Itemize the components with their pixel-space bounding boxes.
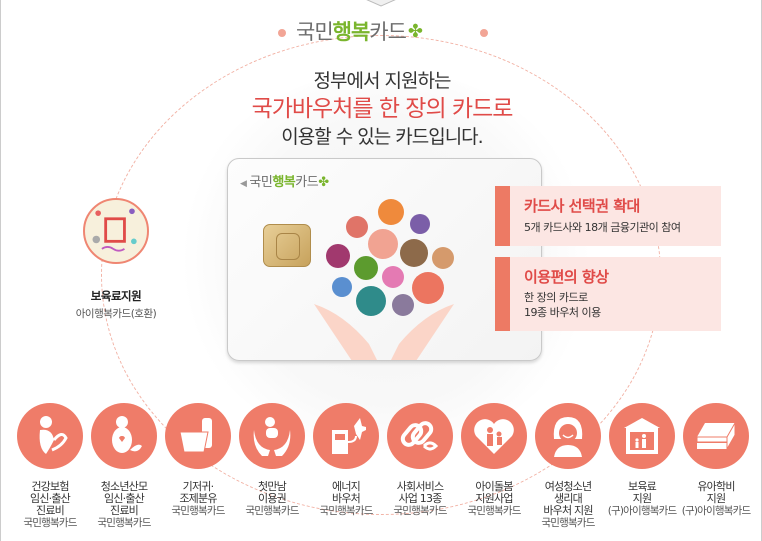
left-item-subtitle: 아이행복카드(호환) <box>75 308 157 320</box>
service-label: 아이돌봄 지원사업 <box>475 480 513 505</box>
heart-family-icon <box>461 403 527 469</box>
dot-decoration <box>480 29 488 37</box>
feature-desc: 5개 카드사와 18개 금융기관이 참여 <box>524 221 681 234</box>
pregnant-stethoscope-icon <box>17 403 83 469</box>
card-logo-1: 국민 <box>249 175 273 190</box>
diaper-bottle-icon <box>165 403 231 469</box>
open-hands-icon <box>314 304 454 360</box>
service-label: 여성청소년 생리대 바우처 지원 <box>543 480 593 517</box>
feature-accent-bar <box>495 186 510 246</box>
logo-text-3: 카드 <box>369 20 407 44</box>
service-card: 국민행복카드 <box>319 505 373 517</box>
feature-title: 카드사 선택권 확대 <box>524 197 640 215</box>
service-item: 사회서비스 사업 13종 국민행복카드 <box>383 403 457 530</box>
service-item: 건강보험 임신·출산 진료비 국민행복카드 <box>13 403 87 530</box>
card-logo-3: 카드 <box>295 175 319 190</box>
pregnant-leaf-icon <box>91 403 157 469</box>
headline: 정부에서 지원하는 국가바우처를 한 장의 카드로 이용할 수 있는 카드입니다… <box>182 67 582 151</box>
service-label: 건강보험 임신·출산 진료비 <box>30 480 71 517</box>
service-item: 여성청소년 생리대 바우처 지원 국민행복카드 <box>531 403 605 530</box>
triangle-left-icon: ◀ <box>240 179 247 189</box>
service-label: 첫만남 이용권 <box>258 480 287 505</box>
feature-card-convenience: 이용편의 향상 한 장의 카드로 19종 바우처 이용 <box>495 257 721 331</box>
feature-desc-1: 한 장의 카드로 <box>524 291 588 304</box>
family-bubbles-illustration <box>326 194 456 316</box>
service-item: 유아학비 지원 (구)아이행복카드 <box>679 403 753 530</box>
childcare-support-item: 보육료지원 아이행복카드(호환) <box>67 198 165 321</box>
service-card: 국민행복카드 <box>467 505 521 517</box>
headline-line-1: 정부에서 지원하는 <box>313 70 452 92</box>
happiness-card-image: ◀국민행복카드✤ <box>227 158 542 361</box>
fuel-pinwheel-icon <box>313 403 379 469</box>
headline-line-3: 이용할 수 있는 카드입니다. <box>281 126 483 148</box>
service-card: 국민행복카드 <box>245 505 299 517</box>
service-item: 에너지 바우처 국민행복카드 <box>309 403 383 530</box>
card-logo-2: 행복 <box>272 175 296 190</box>
service-label: 청소년산모 임신·출산 진료비 <box>100 480 148 517</box>
service-card: (구)아이행복카드 <box>681 505 751 517</box>
service-card: (구)아이행복카드 <box>607 505 677 517</box>
service-card: 국민행복카드 <box>23 517 77 529</box>
service-label: 사회서비스 사업 13종 <box>396 480 444 505</box>
service-card: 국민행복카드 <box>393 505 447 517</box>
service-item: 첫만남 이용권 국민행복카드 <box>235 403 309 530</box>
service-item: 보육료 지원 (구)아이행복카드 <box>605 403 679 530</box>
feature-card-choice: 카드사 선택권 확대 5개 카드사와 18개 금융기관이 참여 <box>495 186 721 246</box>
clover-icon: ✤ <box>318 175 329 190</box>
headline-line-2: 국가바우처를 한 장의 카드로 <box>251 96 514 122</box>
service-icon-list: 건강보험 임신·출산 진료비 국민행복카드 청소년산모 임신·출산 진료비 국민… <box>13 403 758 530</box>
chain-link-icon <box>387 403 453 469</box>
service-card: 국민행복카드 <box>541 517 595 529</box>
left-item-title: 보육료지원 <box>90 289 142 303</box>
baby-hands-icon <box>239 403 305 469</box>
clover-icon: ✤ <box>407 20 423 42</box>
doodle-music-icon <box>83 198 149 264</box>
book-icon <box>683 403 749 469</box>
service-item: 아이돌봄 지원사업 국민행복카드 <box>457 403 531 530</box>
girl-face-icon <box>535 403 601 469</box>
dot-decoration <box>278 29 286 37</box>
feature-accent-bar <box>495 257 510 331</box>
service-label: 보육료 지원 <box>628 480 657 505</box>
service-item: 기저귀· 조제분유 국민행복카드 <box>161 403 235 530</box>
brand-logo: 국민 행복 카드 ✤ <box>296 15 423 47</box>
service-card: 국민행복카드 <box>97 517 151 529</box>
ic-chip-icon <box>263 224 311 267</box>
feature-title: 이용편의 향상 <box>524 268 609 286</box>
logo-text-2: 행복 <box>332 20 371 44</box>
service-label: 에너지 바우처 <box>332 480 361 505</box>
service-label: 유아학비 지원 <box>697 480 735 505</box>
service-card: 국민행복카드 <box>171 505 225 517</box>
house-family-icon <box>609 403 675 469</box>
logo-text-1: 국민 <box>296 20 334 44</box>
service-item: 청소년산모 임신·출산 진료비 국민행복카드 <box>87 403 161 530</box>
service-label: 기저귀· 조제분유 <box>179 480 217 505</box>
top-arrow-notch <box>366 0 396 7</box>
card-logo: ◀국민행복카드✤ <box>240 171 329 190</box>
feature-desc-2: 19종 바우처 이용 <box>524 306 601 319</box>
